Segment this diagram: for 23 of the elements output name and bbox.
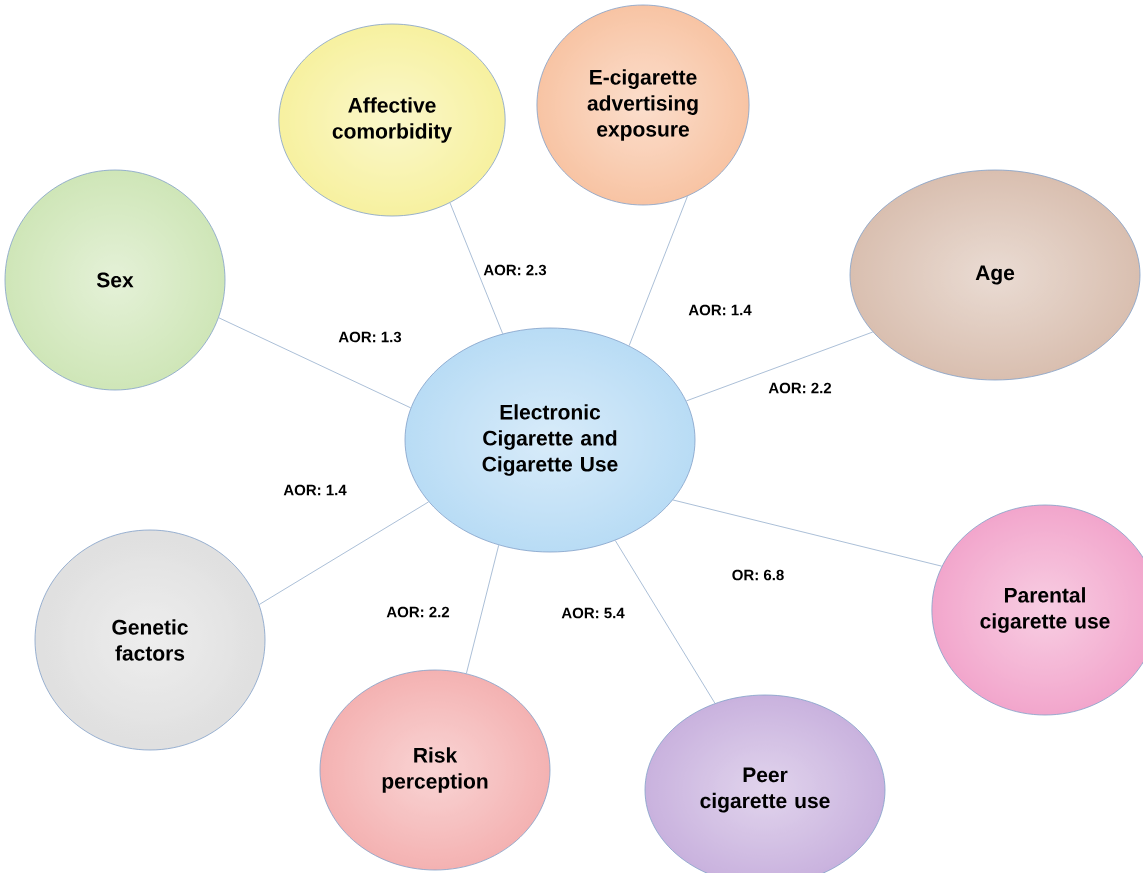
connector-line	[466, 544, 500, 674]
connector-line	[672, 499, 943, 567]
connector-line	[628, 195, 688, 347]
ellipse-node: Risk perception	[319, 669, 551, 871]
connector-line	[258, 501, 429, 605]
connector-line	[218, 317, 412, 409]
connector-line	[449, 202, 504, 335]
connector-line	[685, 331, 874, 402]
edge-label: AOR: 1.3	[337, 330, 403, 344]
edge-label: AOR: 1.4	[282, 483, 348, 497]
edge-label: AOR: 2.3	[482, 263, 548, 277]
connector-line	[614, 540, 716, 704]
ellipse-node: E-cigarette advertising exposure	[536, 4, 750, 206]
ellipse-node: Age	[849, 169, 1141, 381]
edge-label: AOR: 1.4	[687, 303, 753, 317]
ellipse-node: Affective comorbidity	[278, 23, 506, 217]
edge-label: AOR: 2.2	[767, 381, 833, 395]
ellipse-node: Electronic Cigarette and Cigarette Use	[404, 327, 696, 553]
ellipse-node: Genetic factors	[34, 529, 266, 751]
edge-label: OR: 6.8	[730, 568, 786, 582]
ellipse-node: Sex	[4, 169, 226, 391]
edge-label: AOR: 2.2	[385, 605, 451, 619]
edge-label: AOR: 5.4	[560, 606, 626, 620]
